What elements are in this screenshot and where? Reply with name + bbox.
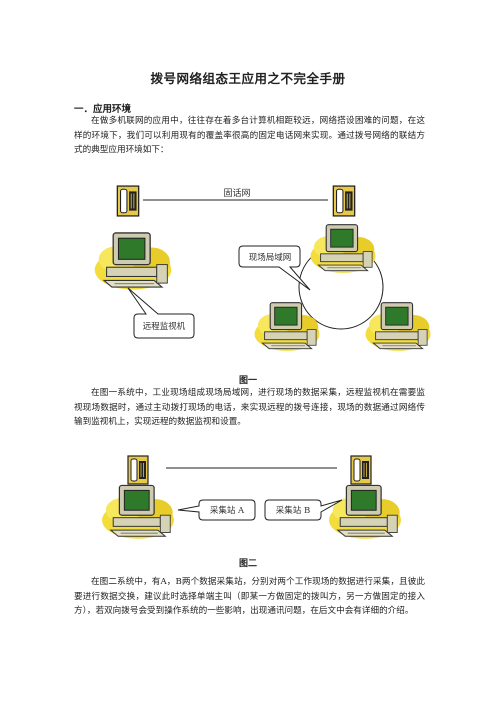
callout-lan <box>238 245 311 291</box>
paragraph-figure-2: 在图二系统中，有A，B两个数据采集站，分别对两个工作现场的数据进行采集，且彼此要… <box>74 577 425 617</box>
phone-icon-b <box>350 455 372 485</box>
section-heading: 一．应用环境 <box>74 104 132 115</box>
computer-icon-site-left <box>253 302 321 352</box>
figure-1-caption: 图一 <box>238 376 257 386</box>
computer-icon-station-b <box>328 484 402 540</box>
page-title: 拨号网络组态王应用之不完全手册 <box>150 71 346 86</box>
computer-icon-station-a <box>101 484 175 540</box>
callout-station-b <box>264 499 343 521</box>
phone-icon-remote <box>116 185 140 217</box>
figure-1-diagram: 固话网 现场局域网 远程监视机 <box>94 185 432 352</box>
paragraph-figure-1: 在图一系统中，工业现场组成现场局域网，进行现场的数据采集，远程监视机在需要监视现… <box>74 388 425 428</box>
label-remote: 远程监视机 <box>143 321 186 332</box>
computer-icon-site-right <box>364 302 432 352</box>
computer-icon-remote <box>94 232 172 291</box>
phone-icon-site <box>332 185 356 217</box>
label-lan: 现场局域网 <box>249 252 292 263</box>
paragraph-intro: 在做多机联网的应用中，往往存在着多台计算机相距较远，网络搭设困难的问题，在这样的… <box>74 116 425 156</box>
figure-2-diagram: 采集站 A 采集站 B <box>101 455 402 540</box>
computer-icon-site-top <box>309 224 377 274</box>
callout-station-a <box>177 499 256 521</box>
phone-icon-a <box>127 455 149 485</box>
label-station-b: 采集站 B <box>276 505 310 516</box>
callout-remote <box>127 287 195 339</box>
label-phone-network: 固话网 <box>223 187 250 199</box>
figure-2-caption: 图二 <box>238 559 257 569</box>
label-station-a: 采集站 A <box>210 505 245 516</box>
